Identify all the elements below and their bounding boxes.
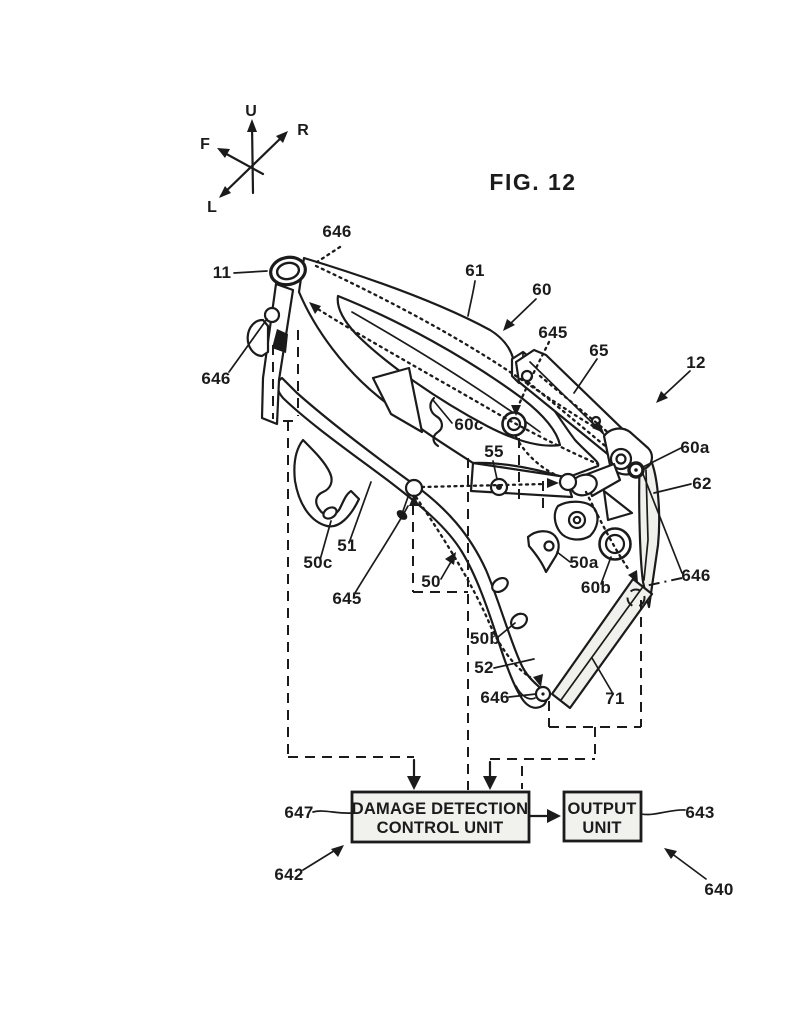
axis-right-label: R — [297, 122, 309, 139]
label-645-top: 645 — [538, 323, 567, 342]
label-62: 62 — [692, 474, 712, 493]
leader-646-top — [315, 245, 342, 264]
motorcycle-frame-drawing — [228, 245, 707, 880]
axis-up-label: U — [245, 103, 257, 120]
label-50: 50 — [421, 572, 441, 591]
label-50a: 50a — [569, 553, 599, 572]
label-646-top: 646 — [322, 222, 351, 241]
output-unit-line2: UNIT — [582, 819, 621, 837]
label-646-bottom: 646 — [480, 688, 509, 707]
label-60a: 60a — [680, 438, 710, 457]
output-unit-line1: OUTPUT — [567, 800, 636, 818]
axis-indicator: U R F L — [200, 103, 309, 216]
label-11: 11 — [213, 263, 232, 282]
rear-bracket-cluster — [526, 427, 661, 609]
reference-labels: 646 11 646 61 60 645 65 12 60c 55 60a 62… — [201, 222, 733, 899]
detection-wires-dotted — [309, 245, 638, 687]
label-643: 643 — [685, 803, 714, 822]
output-unit-box — [562, 790, 643, 843]
axis-forward-label: F — [200, 136, 210, 153]
label-646-right: 646 — [681, 566, 710, 585]
label-61: 61 — [465, 261, 485, 280]
block-diagram: DAMAGE DETECTION CONTROL UNIT OUTPUT UNI… — [350, 790, 643, 844]
label-60c: 60c — [454, 415, 483, 434]
label-65: 65 — [589, 341, 609, 360]
label-640: 640 — [704, 880, 733, 899]
label-12: 12 — [686, 353, 706, 372]
signal-lines-dashed — [272, 330, 646, 790]
label-51: 51 — [337, 536, 357, 555]
axis-left-label: L — [207, 199, 217, 216]
leader-645-top — [516, 340, 551, 409]
damage-detection-control-unit-box — [350, 790, 531, 844]
label-646-left: 646 — [201, 369, 230, 388]
hole-50b — [510, 612, 528, 630]
wire-clamp-60c — [429, 396, 443, 448]
head-tube — [269, 255, 307, 287]
damage-unit-line2: CONTROL UNIT — [377, 819, 504, 837]
pivot-ball — [558, 472, 578, 492]
bracket-50a — [526, 530, 560, 574]
label-60b: 60b — [581, 578, 611, 597]
damage-unit-line1: DAMAGE DETECTION — [352, 800, 528, 818]
figure-title: FIG. 12 — [489, 169, 576, 195]
label-645-bottom: 645 — [332, 589, 361, 608]
label-52: 52 — [474, 658, 494, 677]
label-71: 71 — [605, 689, 625, 708]
label-55: 55 — [484, 442, 504, 461]
sensors — [396, 396, 527, 520]
label-647: 647 — [284, 803, 313, 822]
foot-bracket-50c — [293, 438, 361, 528]
label-60: 60 — [532, 280, 552, 299]
hole-646-left — [263, 306, 281, 324]
swingarm-plate-71 — [550, 577, 654, 710]
label-642: 642 — [274, 865, 303, 884]
lower-frame-beam — [276, 376, 552, 709]
label-50b: 50b — [470, 629, 500, 648]
hidden-hole-dashed — [626, 588, 646, 608]
label-50c: 50c — [303, 553, 332, 572]
leader-lines — [228, 270, 707, 880]
front-down-tube — [246, 282, 295, 426]
